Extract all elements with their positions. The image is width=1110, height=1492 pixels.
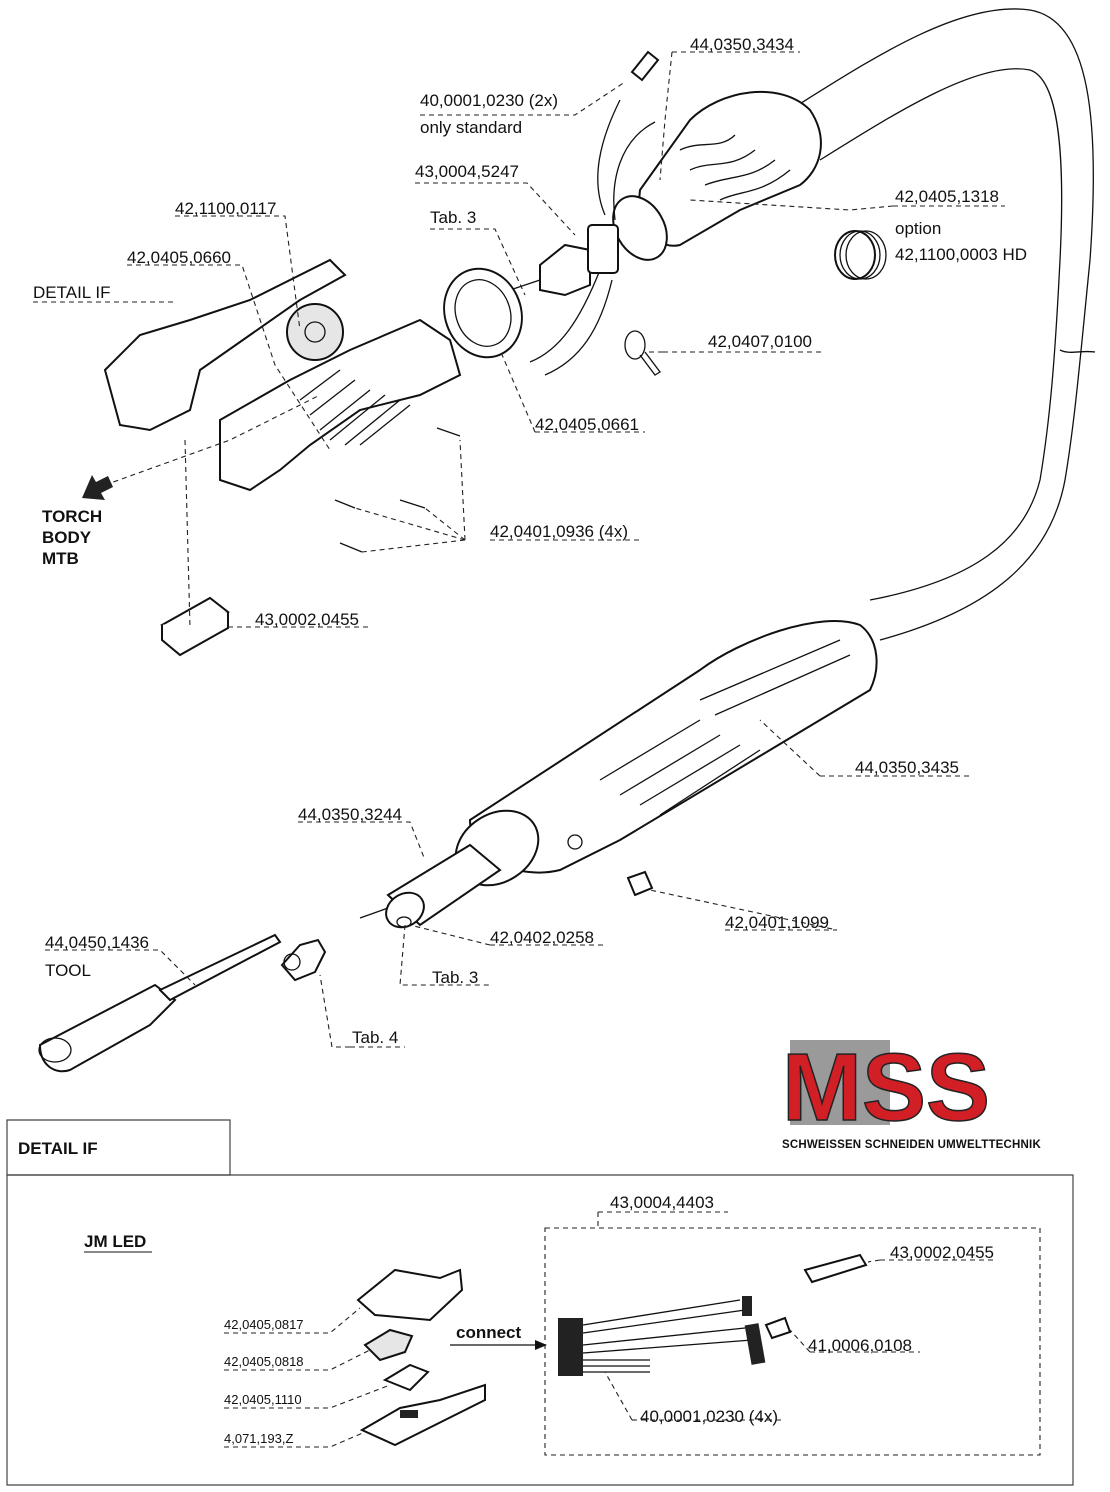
- label-43-0002-0455-top: 43,0002,0455: [255, 610, 359, 629]
- connector-block: [558, 1253, 868, 1376]
- neck-part: [359, 843, 502, 929]
- cable-tie-part: [624, 330, 661, 376]
- label-mtb: MTB: [42, 549, 79, 568]
- tool-part: [38, 933, 282, 1073]
- ring-part: [443, 267, 523, 359]
- label-42-0405-1110: 42,0405,1110: [224, 1392, 302, 1407]
- label-40-0001-0230-2x: 40,0001,0230 (2x): [420, 91, 558, 110]
- label-42-0405-0818: 42,0405,0818: [224, 1354, 304, 1369]
- label-42-0405-0661: 42,0405,0661: [535, 415, 639, 434]
- label-only-standard: only standard: [420, 118, 522, 137]
- torch-body-arrow: [82, 475, 113, 500]
- label-42-0402-0258: 42,0402,0258: [490, 928, 594, 947]
- label-option: option: [895, 219, 941, 238]
- screws-part: [334, 427, 461, 553]
- label-body: BODY: [42, 528, 92, 547]
- label-43-0004-4403: 43,0004,4403: [610, 1193, 714, 1212]
- label-42-0405-0660: 42,0405,0660: [127, 248, 231, 267]
- nut-part: [494, 224, 619, 297]
- mss-logo: MSS SCHWEISSEN SCHNEIDEN UMWELTTECHNIK: [781, 1033, 1041, 1151]
- label-connect: connect: [456, 1323, 522, 1342]
- detail-small-parts: [356, 1268, 486, 1447]
- label-4-071-193-z: 4,071,193,Z: [224, 1431, 293, 1446]
- label-42-0405-0817: 42,0405,0817: [224, 1317, 304, 1332]
- cable-hose: [789, 8, 1096, 641]
- label-torch: TORCH: [42, 507, 102, 526]
- clip-part-top: [160, 596, 230, 657]
- label-tab3-top: Tab. 3: [430, 208, 476, 227]
- oring-part: [396, 916, 412, 928]
- torch-handle-body: [103, 258, 462, 492]
- logo-text: MSS: [782, 1034, 990, 1141]
- cap-part: [630, 50, 660, 82]
- logo-tagline: SCHWEISSEN SCHNEIDEN UMWELTTECHNIK: [782, 1139, 1041, 1151]
- detail-title: DETAIL IF: [18, 1139, 98, 1158]
- label-44-0350-3244: 44,0350,3244: [298, 805, 402, 824]
- label-42-0401-1099: 42,0401,1099: [725, 913, 829, 932]
- rear-handle-part: [612, 90, 822, 261]
- label-42-0401-0936-4x: 42,0401,0936 (4x): [490, 522, 628, 541]
- screw-part-2: [626, 870, 654, 897]
- label-42-0407-0100: 42,0407,0100: [708, 332, 812, 351]
- spring-part: [834, 230, 887, 280]
- wires: [529, 99, 656, 376]
- detail-if-panel: DETAIL IF JM LED connect: [6, 1119, 1074, 1486]
- front-handle-part: [454, 620, 878, 887]
- label-42-0405-1318: 42,0405,1318: [895, 187, 999, 206]
- label-detail-if-ref: DETAIL IF: [33, 283, 110, 302]
- label-42-1100-0003-hd: 42,1100,0003 HD: [895, 245, 1027, 264]
- label-44-0450-1436: 44,0450,1436: [45, 933, 149, 952]
- leader-lines: [33, 51, 1005, 1048]
- label-tool: TOOL: [45, 961, 91, 980]
- label-44-0350-3434: 44,0350,3434: [690, 35, 794, 54]
- label-tab3-bottom: Tab. 3: [432, 968, 478, 987]
- label-44-0350-3435: 44,0350,3435: [855, 758, 959, 777]
- label-41-0006-0108: 41,0006,0108: [808, 1336, 912, 1355]
- label-42-1100-0117: 42,1100,0117: [175, 199, 276, 218]
- label-40-0001-0230-4x: 40,0001,0230 (4x): [640, 1407, 778, 1426]
- part-labels: 44,0350,3434 40,0001,0230 (2x) only stan…: [33, 35, 1027, 1047]
- nozzle-fitting-part: [280, 938, 327, 982]
- label-jm-led: JM LED: [84, 1232, 146, 1251]
- label-43-0002-0455: 43,0002,0455: [890, 1243, 994, 1262]
- label-tab4: Tab. 4: [352, 1028, 398, 1047]
- label-43-0004-5247: 43,0004,5247: [415, 162, 519, 181]
